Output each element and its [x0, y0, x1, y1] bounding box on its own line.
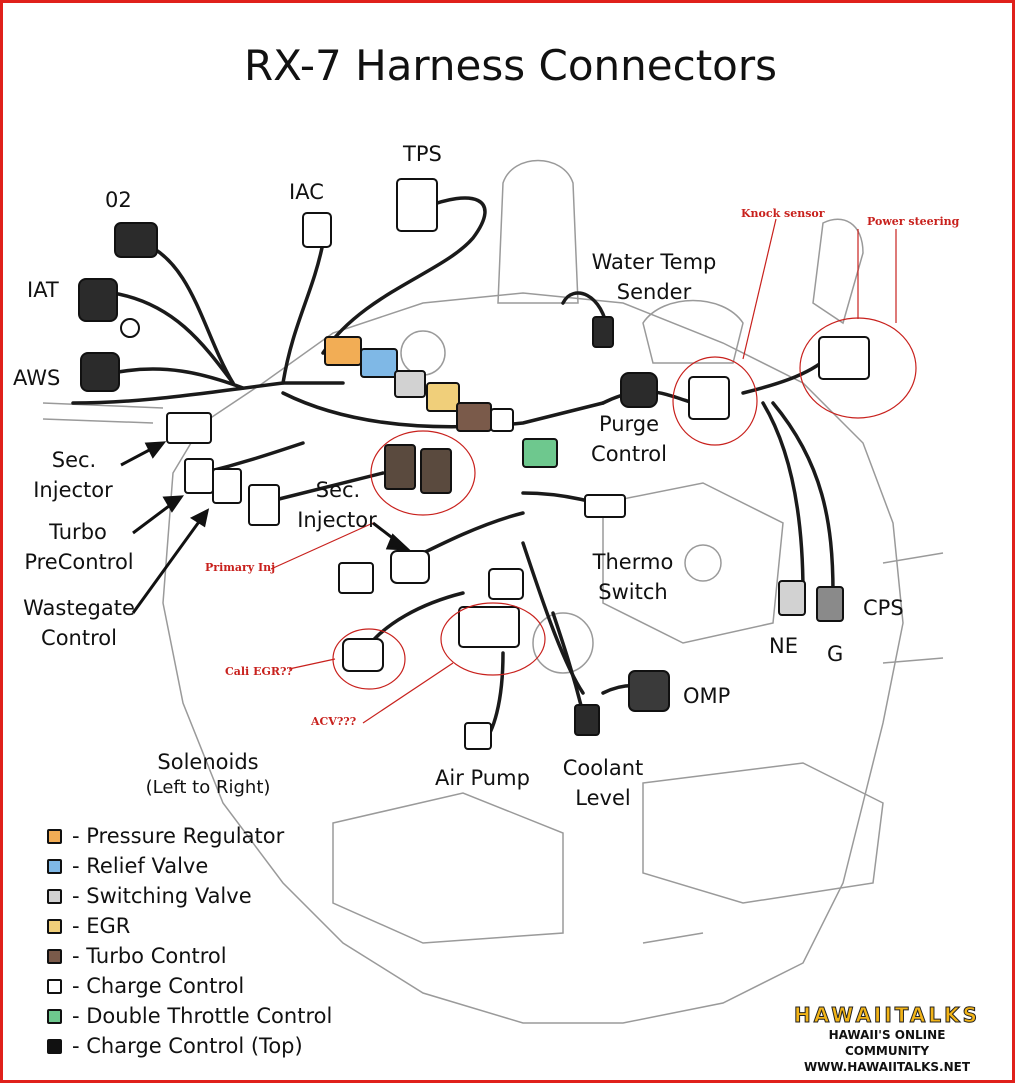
hawaiitalks-url: WWW.HAWAIITALKS.NET: [803, 1060, 971, 1074]
label-purge-control-line2: Control: [591, 442, 667, 466]
annotation-cali-egr: Cali EGR??: [225, 665, 293, 678]
legend-label: - Relief Valve: [72, 854, 209, 878]
label-turbo-precontrol-line2: PreControl: [24, 550, 134, 574]
label-coolant-level-line2: Level: [575, 786, 631, 810]
legend-item: - Double Throttle Control: [47, 1001, 332, 1031]
engine-harness-drawing: [42, 159, 944, 1024]
label-thermo-switch-line1: Thermo: [592, 550, 674, 574]
legend-swatch: [47, 858, 62, 874]
solenoid-color-legend: - Pressure Regulator - Relief Valve - Swit…: [47, 821, 332, 1061]
label-sec-injector-center-line2: Injector: [297, 508, 377, 532]
label-o2: 02: [105, 188, 132, 212]
legend-swatch: [47, 828, 62, 844]
label-iat: IAT: [27, 278, 59, 302]
label-sec-injector-left-line1: Sec.: [51, 448, 97, 472]
legend-swatch: [47, 888, 62, 904]
label-air-pump: Air Pump: [435, 766, 530, 790]
label-sec-injector-center-line1: Sec.: [315, 478, 361, 502]
legend-item: - Switching Valve: [47, 881, 332, 911]
label-wastegate-control-line1: Wastegate: [23, 596, 135, 620]
label-cps: CPS: [863, 596, 904, 620]
hawaiitalks-tagline: HAWAII'S ONLINE COMMUNITY: [828, 1028, 946, 1058]
legend-label: - Switching Valve: [72, 884, 252, 908]
legend-item: - Turbo Control: [47, 941, 332, 971]
label-solenoids-line1: Solenoids: [157, 750, 259, 774]
page-title: RX-7 Harness Connectors: [243, 41, 778, 90]
legend-label: - Charge Control (Top): [72, 1034, 303, 1058]
annotation-power-steering: Power steering: [867, 215, 960, 228]
hawaiitalks-logo: HAWAIITALKS: [793, 1003, 981, 1028]
hawaiitalks-branding: HAWAIITALKS HAWAII'S ONLINE COMMUNITY WW…: [787, 1003, 987, 1075]
legend-label: - Turbo Control: [72, 944, 227, 968]
engine-block-lineart: [42, 159, 944, 1024]
label-ne: NE: [769, 634, 798, 658]
annotation-acv: ACV???: [311, 715, 357, 728]
label-g: G: [827, 642, 844, 666]
annotation-primary-inj: Primary Inj: [205, 561, 276, 574]
legend-label: - EGR: [72, 914, 131, 938]
label-wastegate-control-line2: Control: [41, 626, 117, 650]
legend-swatch: [47, 1038, 62, 1054]
legend-swatch: [47, 948, 62, 964]
label-water-temp-sender-line2: Sender: [616, 280, 692, 304]
legend-item: - Charge Control: [47, 971, 332, 1001]
legend-swatch: [47, 918, 62, 934]
legend-label: - Double Throttle Control: [72, 1004, 333, 1028]
legend-item: - Pressure Regulator: [47, 821, 332, 851]
legend-item: - Relief Valve: [47, 851, 332, 881]
label-turbo-precontrol-line1: Turbo: [49, 520, 107, 544]
legend-label: - Pressure Regulator: [72, 824, 285, 848]
connectors: [78, 178, 870, 750]
label-water-temp-sender-line1: Water Temp: [591, 250, 717, 274]
label-iac: IAC: [289, 180, 324, 204]
annotation-knock-sensor: Knock sensor: [741, 207, 825, 220]
black-pointer-arrows: [120, 441, 412, 614]
label-purge-control-line1: Purge: [598, 412, 660, 436]
label-omp: OMP: [683, 684, 731, 708]
red-circle-annotations: [270, 218, 917, 724]
label-aws: AWS: [13, 366, 61, 390]
legend-item: - Charge Control (Top): [47, 1031, 332, 1061]
legend-swatch: [47, 978, 62, 994]
label-coolant-level-line1: Coolant: [562, 756, 644, 780]
label-tps: TPS: [403, 142, 442, 166]
label-solenoids-line2: (Left to Right): [145, 777, 271, 798]
label-sec-injector-left-line2: Injector: [33, 478, 113, 502]
legend-label: - Charge Control: [72, 974, 245, 998]
legend-item: - EGR: [47, 911, 332, 941]
label-thermo-switch-line2: Switch: [598, 580, 668, 604]
legend-swatch: [47, 1008, 62, 1024]
